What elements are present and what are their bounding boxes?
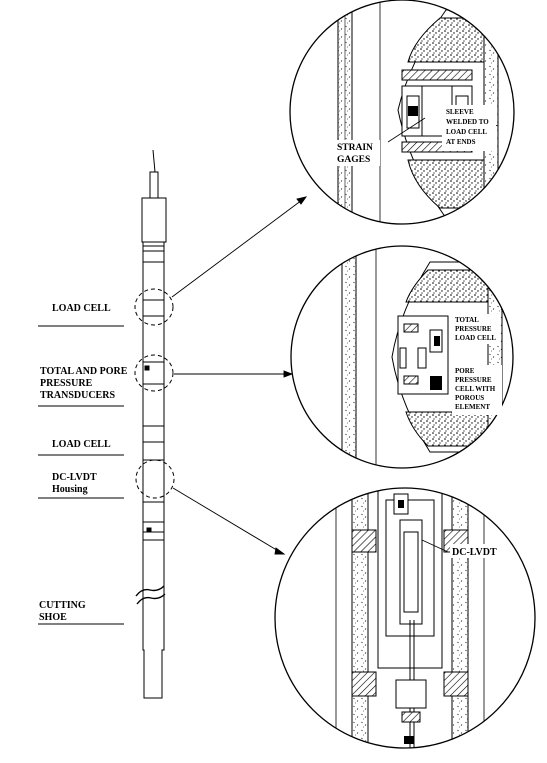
arrow-to-bottom-detail <box>172 487 281 553</box>
label-transducers-3: TRANSDUCERS <box>40 390 115 401</box>
label-sleeve-1: SLEEVE <box>446 108 474 116</box>
transducers-highlight <box>134 354 174 392</box>
break-symbol <box>135 585 166 605</box>
label-load-cell-bottom: LOAD CELL <box>52 439 111 450</box>
detail-middle: TOTAL PRESSURE LOAD CELL PORE PRESSURE C… <box>290 245 514 469</box>
tube-body <box>141 197 167 699</box>
label-total-1: TOTAL <box>455 316 479 324</box>
left-labels: LOAD CELL TOTAL AND PORE PRESSURE TRANSD… <box>38 303 128 625</box>
label-pore-1: PORE <box>455 367 475 375</box>
tube-wire <box>152 149 156 173</box>
detail-top: STRAIN GAGES SLEEVE WELDED TO LOAD CELL … <box>289 0 515 225</box>
label-total-2: PRESSURE <box>455 325 492 333</box>
label-cutting-shoe-1: CUTTING <box>39 600 86 611</box>
label-pore-2: PRESSURE <box>455 376 492 384</box>
label-dc-lvdt-1: DC-LVDT <box>52 472 97 483</box>
label-sleeve-2: WELDED TO <box>446 118 489 126</box>
label-pore-5: ELEMENT <box>455 403 490 411</box>
label-dc-lvdt-detail: DC-LVDT <box>452 547 497 558</box>
sampler-tube <box>135 149 167 699</box>
label-load-cell-top: LOAD CELL <box>52 303 111 314</box>
load-cell-highlight <box>134 288 174 326</box>
label-cutting-shoe-2: SHOE <box>39 612 67 623</box>
label-dc-lvdt-2: Housing <box>52 484 88 495</box>
label-strain-2: GAGES <box>337 155 370 165</box>
tube-top-rod <box>149 171 159 199</box>
arrow-to-top-detail <box>171 199 303 298</box>
dc-lvdt-highlight <box>135 459 175 499</box>
label-strain-1: STRAIN <box>337 143 373 153</box>
label-pore-3: CELL WITH <box>455 385 496 393</box>
detail-bottom: DC-LVDT <box>274 487 536 749</box>
label-sleeve-4: AT ENDS <box>446 138 476 146</box>
label-sleeve-3: LOAD CELL <box>446 128 487 136</box>
label-transducers-2: PRESSURE <box>40 378 93 389</box>
label-transducers-1: TOTAL AND PORE <box>40 366 128 377</box>
label-total-3: LOAD CELL <box>455 334 496 342</box>
label-pore-4: POROUS <box>455 394 484 402</box>
